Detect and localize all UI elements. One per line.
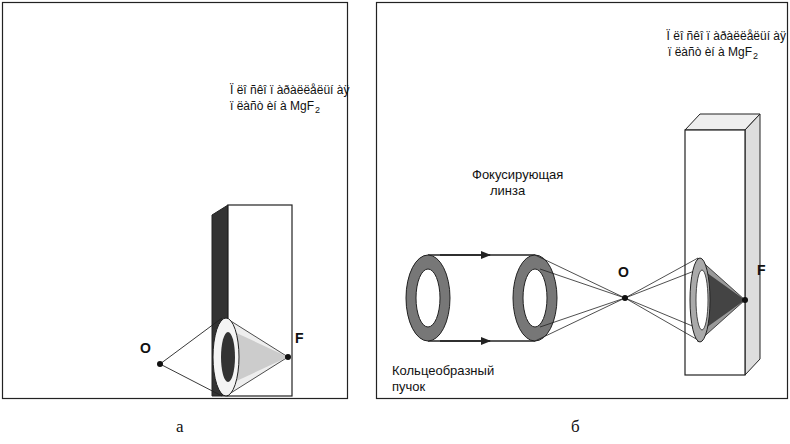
focusing-lens: [513, 255, 625, 341]
subscript: 2: [315, 105, 320, 115]
plate-caption: ï ëàñò èí à MgF: [230, 100, 314, 114]
point-label: O: [618, 264, 629, 280]
panel-frame: [377, 3, 788, 399]
plate-caption: ï ëàñò èí à MgF: [668, 46, 752, 60]
beam-caption: Кольцеобразный: [392, 364, 494, 379]
plate-caption: Ï ëî ñêî ï àðàëëåëüí àÿ: [230, 84, 349, 98]
plate-caption: Ï ëî ñêî ï àðàëëåëüí àÿ: [667, 30, 786, 44]
plate-a: [157, 205, 292, 396]
lens-caption: линза: [490, 184, 525, 199]
point-label: F: [757, 262, 766, 278]
panel-letter: а: [176, 417, 184, 437]
plate-b: [622, 114, 760, 375]
panel-frame: [3, 3, 348, 399]
panel-letter: б: [571, 417, 580, 437]
beam-caption: пучок: [392, 380, 425, 395]
subscript: 2: [753, 51, 758, 61]
point-label: F: [295, 330, 304, 346]
point-label: O: [140, 340, 151, 356]
lens-caption: Фокусирующая: [472, 168, 563, 183]
